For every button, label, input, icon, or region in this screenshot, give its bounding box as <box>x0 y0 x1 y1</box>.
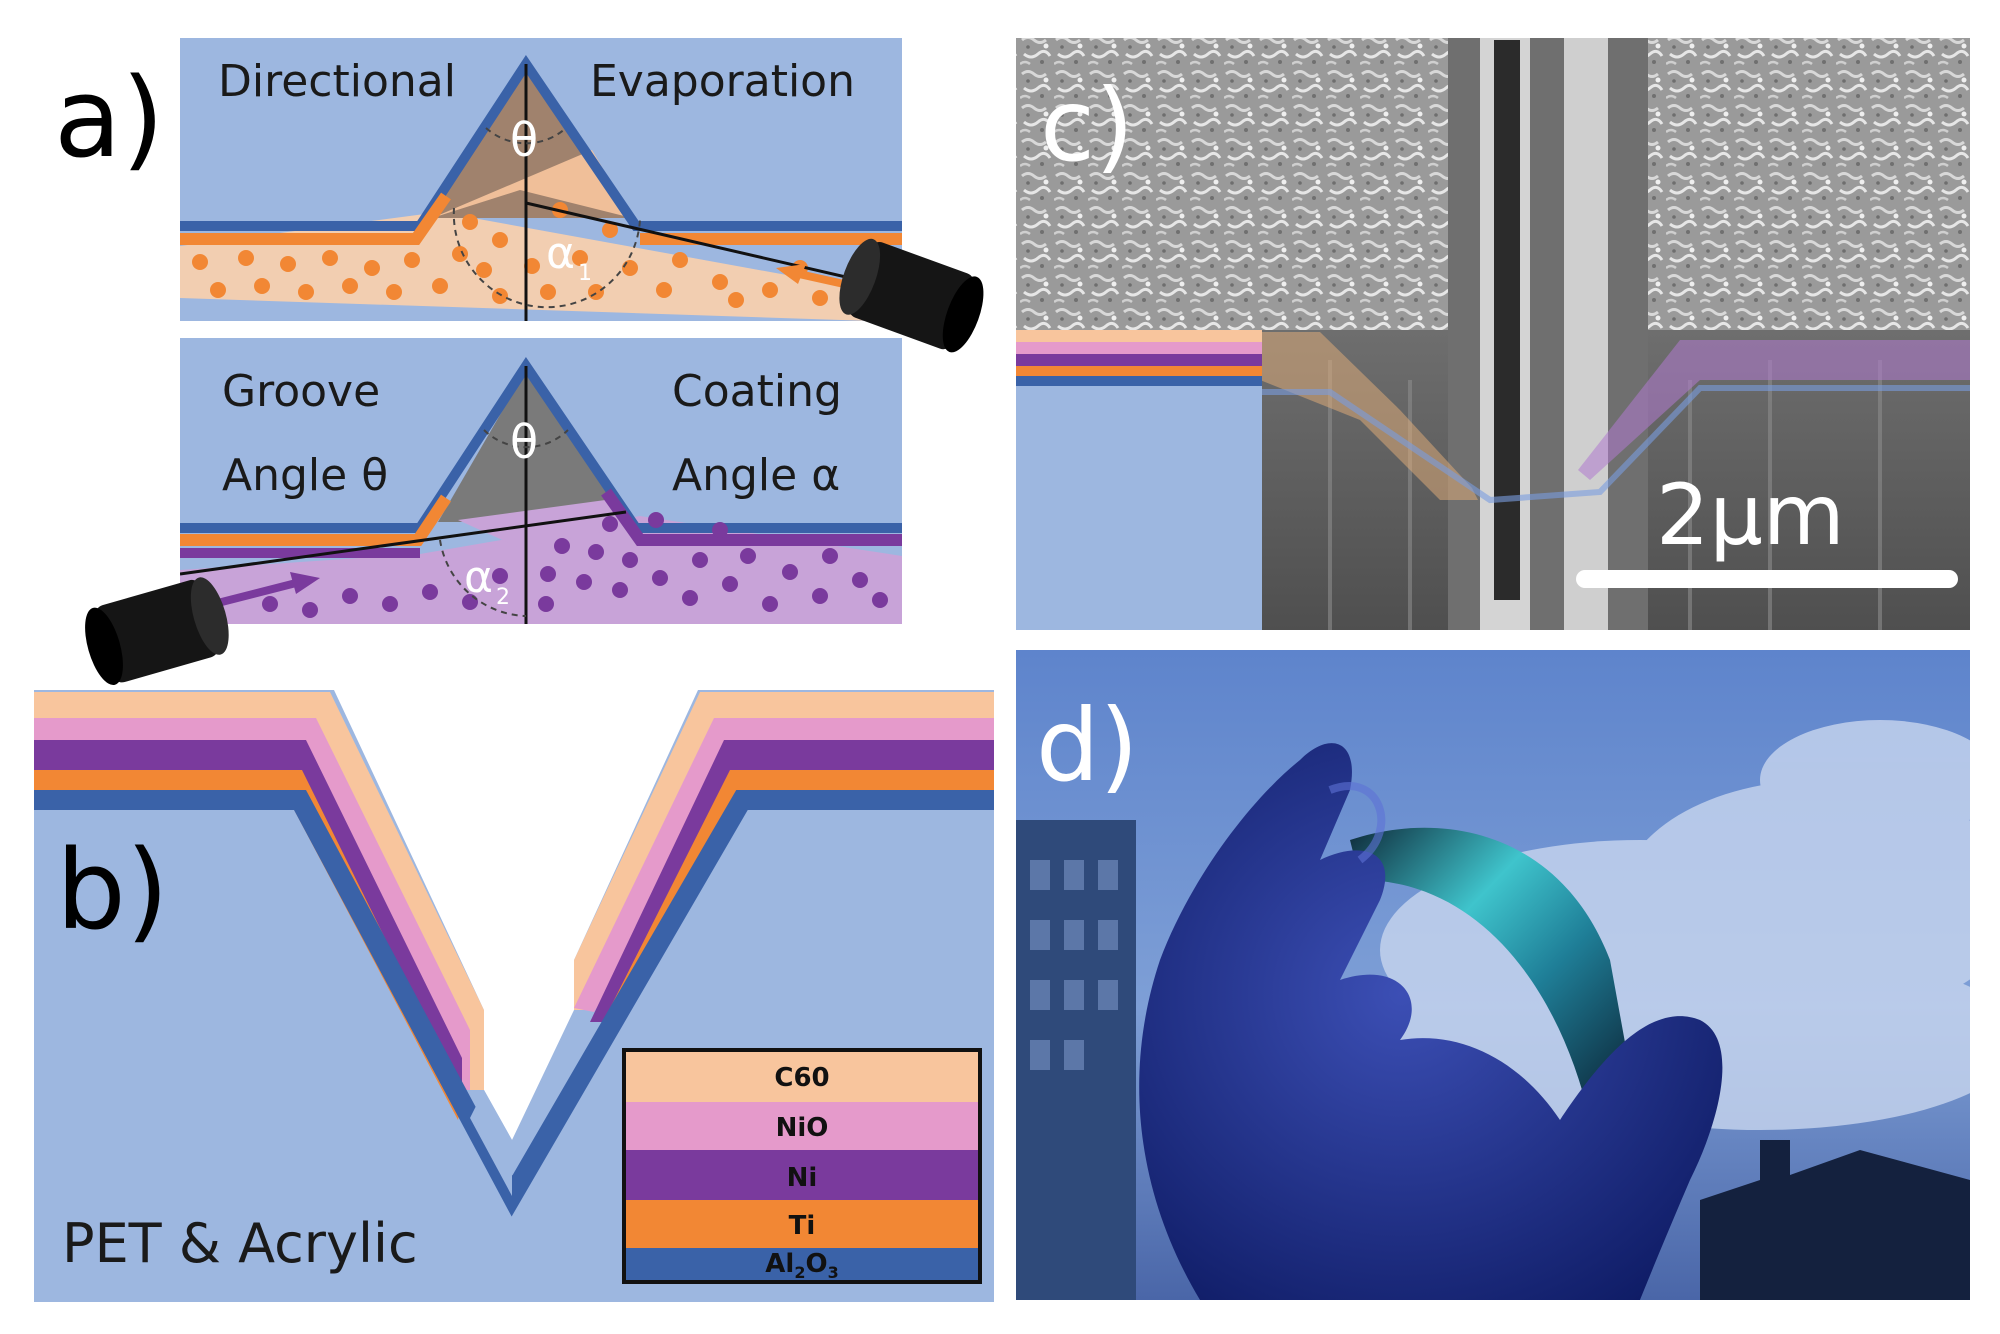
ti-layer-right <box>604 770 994 1024</box>
scale-bar-label: 2μm <box>1656 466 1845 564</box>
svg-text:α: α <box>464 552 493 603</box>
legend-c60-label: C60 <box>774 1063 829 1093</box>
legend-nio-label: NiO <box>776 1113 829 1143</box>
incidence-line <box>180 510 627 576</box>
rooftops <box>1700 1140 1970 1300</box>
panel-d-label: d) <box>1036 687 1139 804</box>
groove-angle-text: Angle θ <box>222 450 388 501</box>
panel-d <box>1016 650 1970 1300</box>
groove-cavity <box>334 690 698 1140</box>
purple-particles <box>262 512 888 618</box>
groove-shadow-grey <box>438 370 626 522</box>
groove-gap <box>1494 40 1520 600</box>
coating-angle-text: Angle α <box>672 450 840 501</box>
layer-legend: C60 NiO Ni Ti Al2O3 <box>622 1048 982 1284</box>
panel-c <box>1016 38 1970 630</box>
theta-symbol-top: θ <box>510 113 538 167</box>
directional-text: Directional <box>218 56 456 107</box>
panel-a-label: a) <box>54 54 164 182</box>
incidence-line <box>525 201 902 292</box>
legend-nio-swatch <box>624 1102 980 1150</box>
groove-text: Groove <box>222 366 380 417</box>
legend-ni-swatch <box>624 1150 980 1200</box>
legend-c60-swatch <box>624 1050 980 1102</box>
orange-particles <box>192 202 858 308</box>
ni-layer-right <box>590 740 994 1022</box>
evaporation-text: Evaporation <box>590 56 855 107</box>
legend-al2o3-swatch <box>624 1248 980 1282</box>
theta-symbol-bottom: θ <box>510 415 538 469</box>
gloved-hand <box>1139 743 1723 1300</box>
panel-b-label: b) <box>56 826 169 954</box>
scale-bar <box>1576 570 1958 588</box>
alpha2-label: α 2 <box>464 552 510 610</box>
legend-al2o3-label: Al2O3 <box>765 1249 838 1282</box>
flexible-film <box>1350 827 1630 1120</box>
alpha1-label: α 1 <box>546 228 592 286</box>
legend-ni-label: Ni <box>787 1163 818 1193</box>
panel-c-label: c) <box>1040 67 1134 184</box>
coating-text: Coating <box>672 366 842 417</box>
evaporation-source-1 <box>839 238 984 353</box>
legend-ti-label: Ti <box>789 1211 816 1241</box>
evaporation-source-2 <box>85 577 229 686</box>
nio-layer-left <box>34 718 470 1090</box>
svg-text:1: 1 <box>578 261 592 286</box>
panel-a-top <box>180 38 902 321</box>
svg-text:α: α <box>546 228 575 279</box>
ti-coating <box>180 192 451 245</box>
svg-text:2: 2 <box>496 585 510 610</box>
groove-trench <box>1448 38 1648 630</box>
panel-a-bottom <box>180 338 902 624</box>
legend-ti-swatch <box>624 1200 980 1248</box>
substrate-label: PET & Acrylic <box>62 1212 418 1275</box>
